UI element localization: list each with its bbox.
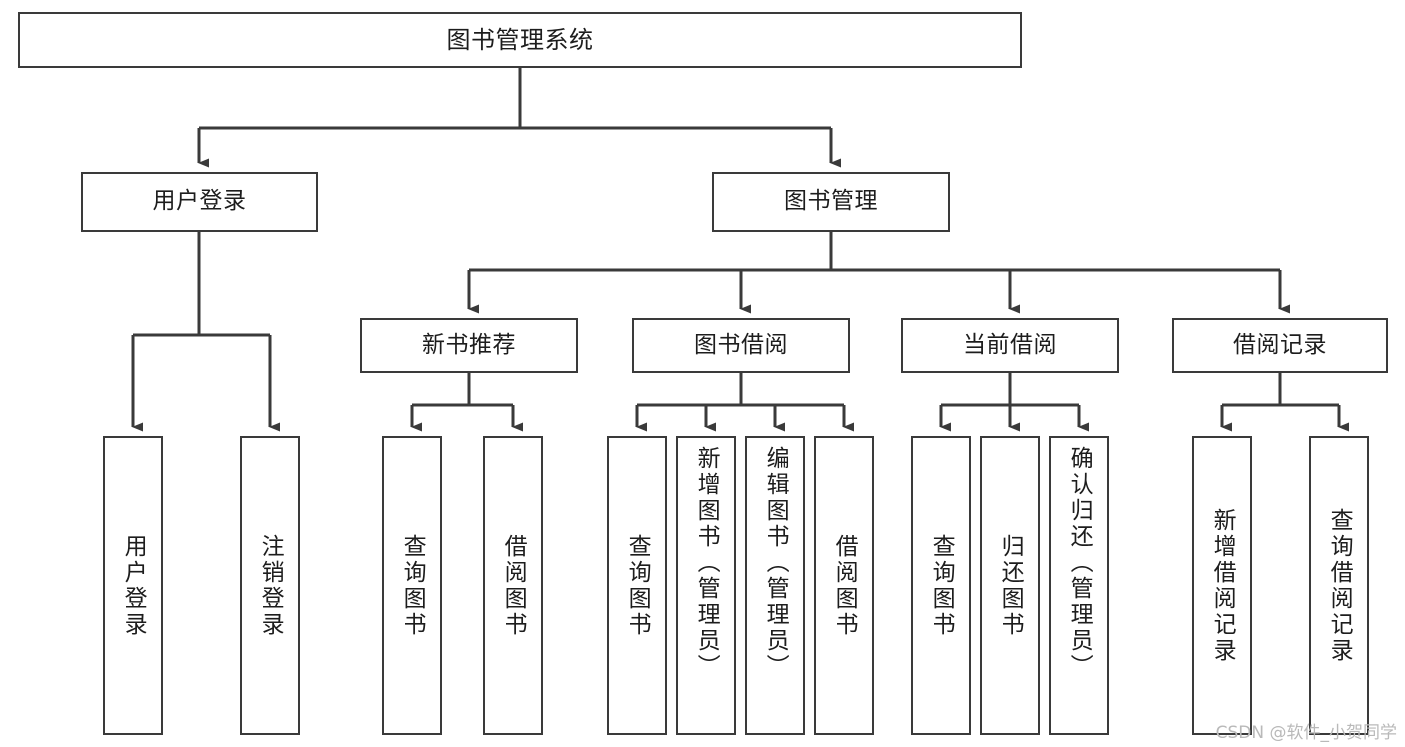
node-leaf-query-book-1[interactable]: 查询图书: [382, 436, 442, 735]
node-leaf-borrow-book-2[interactable]: 借阅图书: [814, 436, 874, 735]
node-leaf-query-book-2[interactable]: 查询图书: [607, 436, 667, 735]
node-leaf-edit-book[interactable]: 编辑图书（管理员）: [745, 436, 805, 735]
node-label: 借阅图书: [500, 533, 527, 638]
node-leaf-query-record[interactable]: 查询借阅记录: [1309, 436, 1369, 735]
node-label: 查询借阅记录: [1326, 507, 1353, 664]
node-leaf-add-record[interactable]: 新增借阅记录: [1192, 436, 1252, 735]
node-label: 编辑图书（管理员）: [762, 446, 789, 680]
node-label: 借阅图书: [831, 533, 858, 638]
node-leaf-borrow-book-1[interactable]: 借阅图书: [483, 436, 543, 735]
node-label: 当前借阅: [963, 331, 1057, 358]
node-label: 图书借阅: [694, 331, 788, 358]
node-label: 新增图书（管理员）: [693, 446, 720, 680]
node-book-borrow[interactable]: 图书借阅: [632, 318, 850, 373]
node-leaf-user-login[interactable]: 用户登录: [103, 436, 163, 735]
node-borrow-record[interactable]: 借阅记录: [1172, 318, 1388, 373]
node-label: 图书管理: [784, 188, 878, 215]
node-label: 用户登录: [152, 188, 247, 215]
watermark-csdn: CSDN @软件_小贺同学: [1215, 723, 1397, 743]
node-label: 查询图书: [399, 533, 426, 638]
node-label: 归还图书: [997, 533, 1024, 638]
node-leaf-return-book[interactable]: 归还图书: [980, 436, 1040, 735]
node-label: 用户登录: [120, 533, 147, 638]
node-label: 查询图书: [928, 533, 955, 638]
node-label: 确认归还（管理员）: [1066, 446, 1093, 680]
node-leaf-confirm-return[interactable]: 确认归还（管理员）: [1049, 436, 1109, 735]
node-leaf-add-book[interactable]: 新增图书（管理员）: [676, 436, 736, 735]
node-label: 图书管理系统: [446, 25, 594, 54]
node-label: 查询图书: [624, 533, 651, 638]
node-root-图书管理系统[interactable]: 图书管理系统: [18, 12, 1022, 68]
node-label: 新增借阅记录: [1209, 507, 1236, 664]
node-leaf-query-book-3[interactable]: 查询图书: [911, 436, 971, 735]
node-new-book-recommend[interactable]: 新书推荐: [360, 318, 578, 373]
node-user-login[interactable]: 用户登录: [81, 172, 318, 232]
node-label: 新书推荐: [422, 331, 516, 358]
node-book-management[interactable]: 图书管理: [712, 172, 950, 232]
node-label: 借阅记录: [1233, 331, 1327, 358]
node-leaf-user-logout[interactable]: 注销登录: [240, 436, 300, 735]
node-current-borrow[interactable]: 当前借阅: [901, 318, 1119, 373]
node-label: 注销登录: [257, 533, 284, 638]
